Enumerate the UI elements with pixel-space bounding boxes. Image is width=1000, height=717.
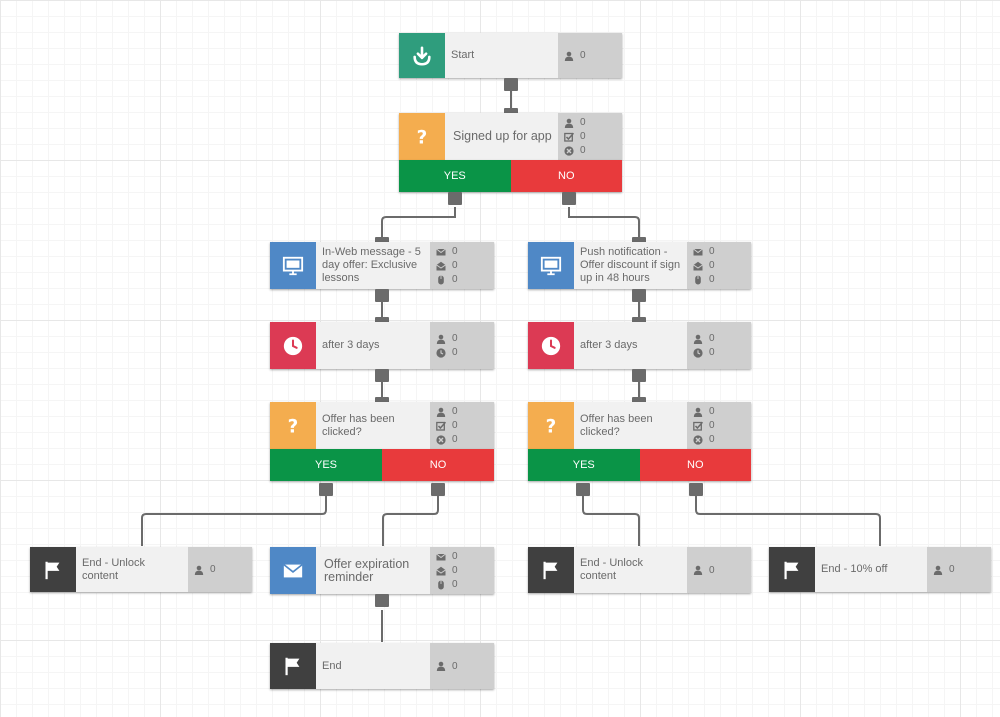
flag-icon: [769, 547, 815, 592]
download-icon: [399, 33, 445, 78]
user-icon: [436, 407, 446, 417]
cancel-icon: [436, 434, 446, 445]
user-icon: [693, 407, 703, 417]
no-output-port[interactable]: [689, 483, 703, 496]
flag-icon: [30, 547, 76, 592]
screen-icon: [270, 242, 316, 289]
output-port[interactable]: [504, 78, 518, 91]
no-branch-button[interactable]: NO: [510, 160, 622, 192]
node-label: Offer has been clicked?: [316, 402, 430, 449]
connector-left-yes-to-end: [141, 496, 327, 546]
output-port[interactable]: [375, 594, 389, 607]
node-label: Start: [445, 33, 558, 78]
node-stats: 0: [927, 547, 991, 592]
node-stats: 0 0 0: [430, 242, 494, 289]
node-label: Offer expiration reminder: [316, 547, 430, 594]
user-icon: [564, 51, 574, 61]
no-output-port[interactable]: [431, 483, 445, 496]
yes-output-port[interactable]: [448, 192, 462, 205]
cancel-icon: [564, 145, 574, 156]
node-stats: 0 0 0: [430, 547, 494, 594]
node-label: Push notification - Offer discount if si…: [574, 242, 687, 289]
node-label: after 3 days: [316, 322, 430, 369]
no-branch-button[interactable]: NO: [382, 449, 494, 481]
user-icon: [436, 661, 446, 671]
envelope-open-icon: [436, 566, 446, 575]
node-stats: 0: [687, 547, 751, 593]
user-icon: [693, 565, 703, 575]
user-icon: [693, 334, 703, 344]
clock-small-icon: [693, 347, 703, 358]
yes-branch-button[interactable]: YES: [399, 160, 511, 192]
connector-no-to-push: [568, 207, 640, 241]
mouse-icon: [438, 275, 444, 284]
node-label: Offer has been clicked?: [574, 402, 687, 449]
user-icon: [436, 334, 446, 344]
node-label: In-Web message - 5 day offer: Exclusive …: [316, 242, 430, 289]
envelope-icon: [270, 547, 316, 594]
connector-yes-to-inweb: [381, 207, 456, 241]
clock-icon: [528, 322, 574, 369]
node-label: End - 10% off: [815, 547, 927, 592]
question-icon: ?: [528, 402, 574, 449]
clock-small-icon: [436, 347, 446, 358]
no-branch-button[interactable]: NO: [639, 449, 751, 481]
user-icon: [564, 118, 574, 128]
checkbox-icon: [693, 421, 703, 431]
flag-icon: [270, 643, 316, 689]
output-port[interactable]: [375, 369, 389, 382]
node-stats: 0 0 0: [687, 242, 751, 289]
clock-icon: [270, 322, 316, 369]
cancel-icon: [693, 434, 703, 445]
node-stats: 0 0 0: [430, 402, 494, 449]
node-label: End - Unlock content: [76, 547, 188, 592]
connector-right-yes-to-end: [582, 496, 640, 546]
envelope-icon: [693, 248, 703, 255]
no-output-port[interactable]: [562, 192, 576, 205]
question-icon: ?: [399, 113, 445, 160]
envelope-open-icon: [693, 261, 703, 270]
connector-left-no-to-email: [382, 496, 439, 546]
envelope-icon: [436, 553, 446, 560]
mouse-icon: [695, 275, 701, 284]
node-stats: 0 0 0: [687, 402, 751, 449]
envelope-icon: [436, 248, 446, 255]
connector-right-no-to-end: [695, 496, 881, 546]
node-stats: 0: [558, 33, 622, 78]
node-label: End: [316, 643, 430, 689]
svg-text:?: ?: [288, 416, 299, 437]
checkbox-icon: [564, 132, 574, 142]
node-stats: 0 0: [687, 322, 751, 369]
node-label: Signed up for app: [445, 113, 558, 160]
screen-icon: [528, 242, 574, 289]
output-port[interactable]: [375, 289, 389, 302]
svg-text:?: ?: [417, 127, 428, 148]
flag-icon: [528, 547, 574, 593]
yes-branch-button[interactable]: YES: [270, 449, 382, 481]
checkbox-icon: [436, 421, 446, 431]
node-stats: 0: [188, 547, 252, 592]
mouse-icon: [438, 580, 444, 589]
svg-text:?: ?: [546, 416, 557, 437]
node-label: after 3 days: [574, 322, 687, 369]
user-icon: [194, 565, 204, 575]
yes-branch-button[interactable]: YES: [528, 449, 640, 481]
output-port[interactable]: [632, 369, 646, 382]
yes-output-port[interactable]: [319, 483, 333, 496]
node-label: End - Unlock content: [574, 547, 687, 593]
node-stats: 0 0: [430, 322, 494, 369]
envelope-open-icon: [436, 261, 446, 270]
user-icon: [933, 565, 943, 575]
output-port[interactable]: [632, 289, 646, 302]
node-stats: 0 0 0: [558, 113, 622, 160]
yes-output-port[interactable]: [576, 483, 590, 496]
question-icon: ?: [270, 402, 316, 449]
node-stats: 0: [430, 643, 494, 689]
